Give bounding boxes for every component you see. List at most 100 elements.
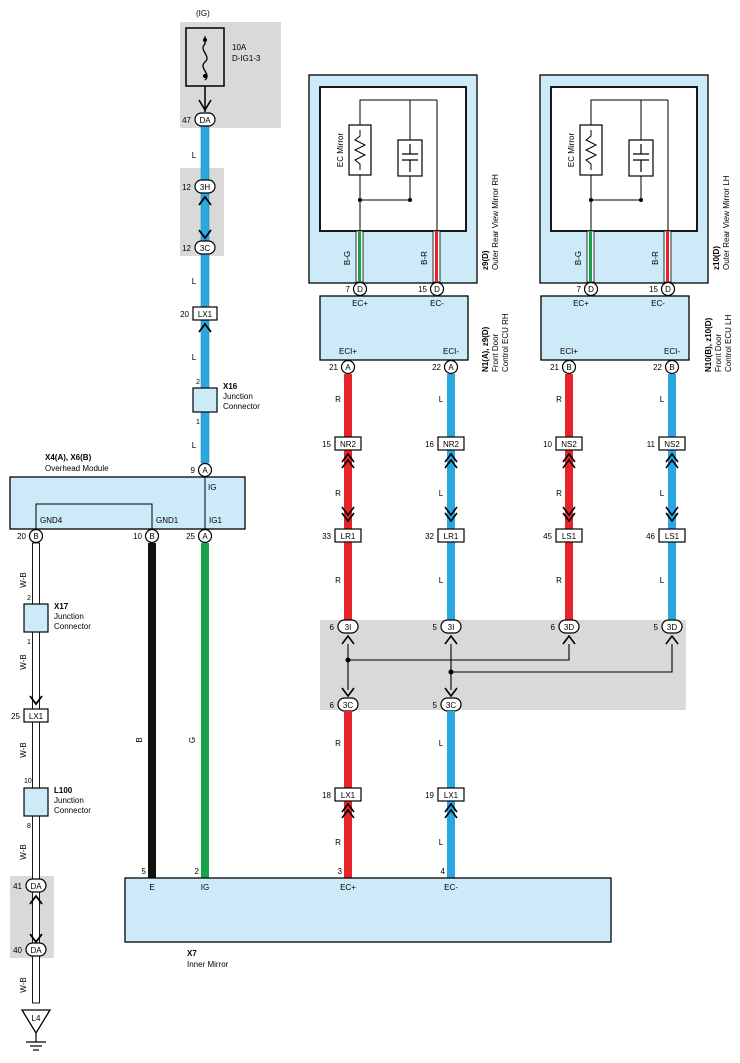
wire-black-gnd1: [148, 543, 156, 878]
wire-br-lh-stripe: [666, 231, 669, 282]
chevron-up-icon: [444, 634, 458, 645]
ecu-rh-name2: Control ECU RH: [501, 313, 510, 372]
connector-ns2-11-label: NS2: [664, 440, 680, 449]
ecu-lh-id: N10(B), z10(D): [704, 317, 713, 372]
run2-color-c: L: [439, 576, 444, 585]
connector-lr1-32-label: LR1: [444, 532, 459, 541]
junction-l100-id: L100: [54, 786, 73, 795]
lower-blue-color-b: L: [439, 838, 444, 847]
ecu-lh-top-left: EC+: [573, 299, 589, 308]
connector-lr1-33: [334, 528, 362, 543]
connector-da-47-pin: 47: [182, 116, 191, 125]
chevron-up-icon: [665, 634, 679, 645]
junction-l100: [23, 787, 49, 817]
ecu-lh-name2: Control ECU LH: [724, 314, 733, 372]
junction-x16-name2: Connector: [223, 402, 260, 411]
ecu-lh-name1: Front Door: [714, 333, 723, 372]
inner-mirror-lbl-ig: IG: [201, 883, 209, 892]
overhead-gnd1: GND1: [156, 516, 179, 525]
wire-color-wb-1: W-B: [19, 572, 28, 587]
connector-ns2-11: [658, 436, 686, 451]
splice-line-red: [347, 644, 570, 661]
run4-color-b: L: [660, 489, 665, 498]
wire-color-wb-4: W-B: [19, 844, 28, 859]
wire-wb-ground: [32, 542, 40, 1004]
ground-l4-triangle: [20, 1009, 52, 1035]
ecu-lh-bot-right: ECI-: [664, 347, 680, 356]
wire-red-run-1: [344, 374, 352, 626]
connector-mirror-rh-d15-label: D: [434, 285, 440, 294]
connector-mirror-lh-d15-label: D: [665, 285, 671, 294]
wire-bg-rh-stripe: [358, 231, 361, 282]
connector-overhead-b10-pin: 10: [133, 532, 142, 541]
connector-nr2-15: [334, 436, 362, 451]
wire-color-l-3: L: [192, 353, 197, 362]
connector-mirror-lh-d15-pin: 15: [649, 285, 658, 294]
junction-x17-pin-top: 2: [27, 595, 31, 602]
capacitor-icon: [402, 144, 418, 172]
connector-3c-6-label: 3C: [343, 701, 353, 710]
connector-da-47: [194, 112, 216, 127]
connector-ls1-45-label: LS1: [562, 532, 577, 541]
chevron-down-icon: [665, 506, 679, 523]
connector-3h: [194, 179, 216, 194]
connector-overhead-b10-label: B: [149, 532, 154, 541]
wire-label-bg-rh: B-G: [343, 251, 352, 265]
connector-3d-6-pin: 6: [551, 623, 556, 632]
connector-da-41: [25, 878, 47, 893]
run1-color-c: R: [335, 576, 341, 585]
connector-3d-6-label: 3D: [564, 623, 574, 632]
connector-3i-5: [440, 619, 462, 634]
junction-l100-name2: Connector: [54, 806, 91, 815]
run4-color-a: L: [660, 395, 665, 404]
run1-color-a: R: [335, 395, 341, 404]
run4-color-c: L: [660, 576, 665, 585]
connector-overhead-a25: [197, 528, 213, 544]
connector-overhead-b20-pin: 20: [17, 532, 26, 541]
junction-x17-id: X17: [54, 602, 69, 611]
ecu-rh-id: N1(A), z9(D): [481, 326, 490, 372]
connector-ecu-lh-22-label: B: [669, 363, 674, 372]
mirror-lh-id: z10(D): [712, 246, 721, 270]
junction-x16-pin-bot: 1: [196, 419, 200, 426]
junction-l100-pin-top: 10: [24, 778, 32, 785]
mirror-lh-name: Outer Rear View Mirror LH: [722, 175, 731, 270]
inner-mirror-pin-ig: 2: [195, 867, 200, 876]
connector-lr1-32: [437, 528, 465, 543]
junction-l100-name1: Junction: [54, 796, 84, 805]
connector-ls1-46: [658, 528, 686, 543]
connector-ecu-rh-22-label: A: [448, 363, 454, 372]
connector-da-40-pin: 40: [13, 946, 22, 955]
connector-ns2-11-pin: 11: [647, 440, 656, 449]
wire-color-l-4: L: [192, 441, 197, 450]
wire-color-wb-2: W-B: [19, 654, 28, 669]
ecu-rh: [319, 295, 469, 361]
ecu-rh-bot-right: ECI-: [443, 347, 459, 356]
ecu-lh: [540, 295, 690, 361]
connector-mirror-lh-d7-label: D: [588, 285, 594, 294]
wire-color-g: G: [188, 737, 197, 743]
connector-mirror-rh-d7-pin: 7: [346, 285, 351, 294]
ecu-lh-top-right: EC-: [651, 299, 665, 308]
connector-da-41-pin: 41: [13, 882, 22, 891]
connector-ls1-46-pin: 46: [646, 532, 655, 541]
inner-mirror-lbl-ecp: EC+: [340, 883, 356, 892]
run2-color-b: L: [439, 489, 444, 498]
connector-mirror-rh-d15-pin: 15: [418, 285, 427, 294]
mirror-rh-element: EC Mirror: [336, 133, 345, 168]
fuse-arrow-icon: [198, 99, 212, 112]
junction-x16: [192, 387, 218, 413]
connector-lx1-19-pin: 19: [425, 791, 434, 800]
chevron-up-icon: [444, 452, 458, 469]
connector-lx1-20-pin: 20: [180, 310, 189, 319]
connector-ls1-45-pin: 45: [543, 532, 552, 541]
ecu-rh-top-right: EC-: [430, 299, 444, 308]
wire-label-br-rh: B-R: [420, 251, 429, 265]
inner-mirror-id: X7: [187, 949, 197, 958]
ecu-rh-name1: Front Door: [491, 333, 500, 372]
lower-red-color-b: R: [335, 838, 341, 847]
chevron-down-icon: [29, 933, 43, 944]
wire-color-wb-5: W-B: [19, 977, 28, 992]
connector-lx1-20-label: LX1: [198, 310, 213, 319]
